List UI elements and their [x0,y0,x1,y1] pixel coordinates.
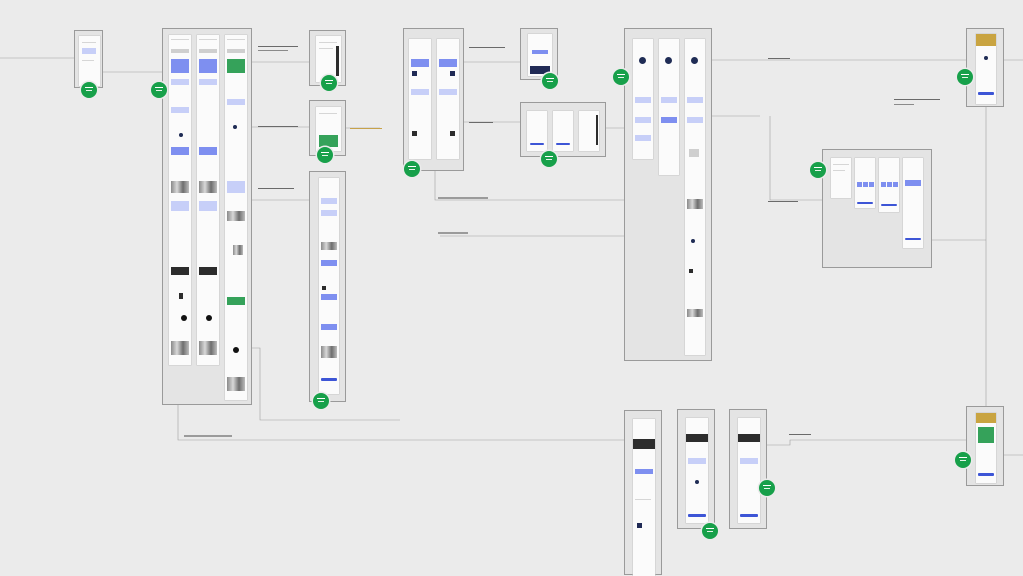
annotation-mark [894,104,914,105]
comment-badge[interactable] [321,75,337,91]
screen-home-3[interactable] [225,35,247,400]
screen-checkout-4[interactable] [903,158,923,248]
section-onboarding[interactable] [74,30,103,88]
screen-premium-top[interactable] [976,34,996,104]
screen-variant-1[interactable] [527,111,547,151]
annotation-mark [894,99,940,100]
screen-checkout-3[interactable] [879,158,899,212]
screen-premium-bottom[interactable] [976,413,996,483]
screen-onboarding[interactable] [79,36,100,86]
screen-variant-3[interactable] [579,111,599,151]
annotation-mark [469,122,493,123]
section-checkout[interactable] [822,149,932,268]
annotation-mark [258,50,288,51]
section-long-scroll[interactable] [309,171,346,402]
screen-checkout-2[interactable] [855,158,875,208]
comment-badge[interactable] [317,147,333,163]
annotation-mark [258,46,298,47]
screen-article-1[interactable] [633,419,655,576]
comment-badge[interactable] [542,73,558,89]
screen-long-scroll[interactable] [319,178,339,394]
section-modal-variants[interactable] [520,102,606,157]
annotation-mark [768,201,798,202]
section-premium-bottom[interactable] [966,406,1004,486]
screen-profile-1[interactable] [633,39,653,159]
annotation-mark [258,188,294,189]
section-home-feed[interactable] [162,28,252,405]
screen-profile-3[interactable] [685,39,705,355]
comment-badge[interactable] [955,452,971,468]
screen-variant-2[interactable] [553,111,573,151]
comment-badge[interactable] [151,82,167,98]
comment-badge[interactable] [404,161,420,177]
screen-article-2[interactable] [686,418,708,523]
comment-badge[interactable] [541,151,557,167]
comment-badge[interactable] [702,523,718,539]
comment-badge[interactable] [810,162,826,178]
section-premium-top[interactable] [966,28,1004,107]
screen-catalog-2[interactable] [437,39,459,159]
screen-article-3[interactable] [738,418,760,523]
comment-badge[interactable] [759,480,775,496]
annotation-mark [258,126,298,127]
section-article-1[interactable] [624,410,662,576]
annotation-mark [350,128,382,129]
annotation-mark [469,47,505,48]
section-modal[interactable] [520,28,558,80]
comment-badge[interactable] [613,69,629,85]
section-article-3[interactable] [729,409,767,529]
comment-badge[interactable] [957,69,973,85]
annotation-mark [768,58,790,59]
section-article-2[interactable] [677,409,715,529]
section-detail-b[interactable] [309,100,346,156]
screen-detail-b[interactable] [316,107,341,151]
screen-catalog-1[interactable] [409,39,431,159]
screen-profile-2[interactable] [659,39,679,175]
section-profile-flow[interactable] [624,28,712,361]
screen-checkout-1[interactable] [831,158,851,198]
comment-badge[interactable] [81,82,97,98]
screen-home-1[interactable] [169,35,191,365]
comment-badge[interactable] [313,393,329,409]
annotation-mark [789,434,811,435]
screen-detail-a[interactable] [316,36,341,82]
section-catalog[interactable] [403,28,464,171]
screen-modal[interactable] [528,34,552,76]
screen-home-2[interactable] [197,35,219,365]
